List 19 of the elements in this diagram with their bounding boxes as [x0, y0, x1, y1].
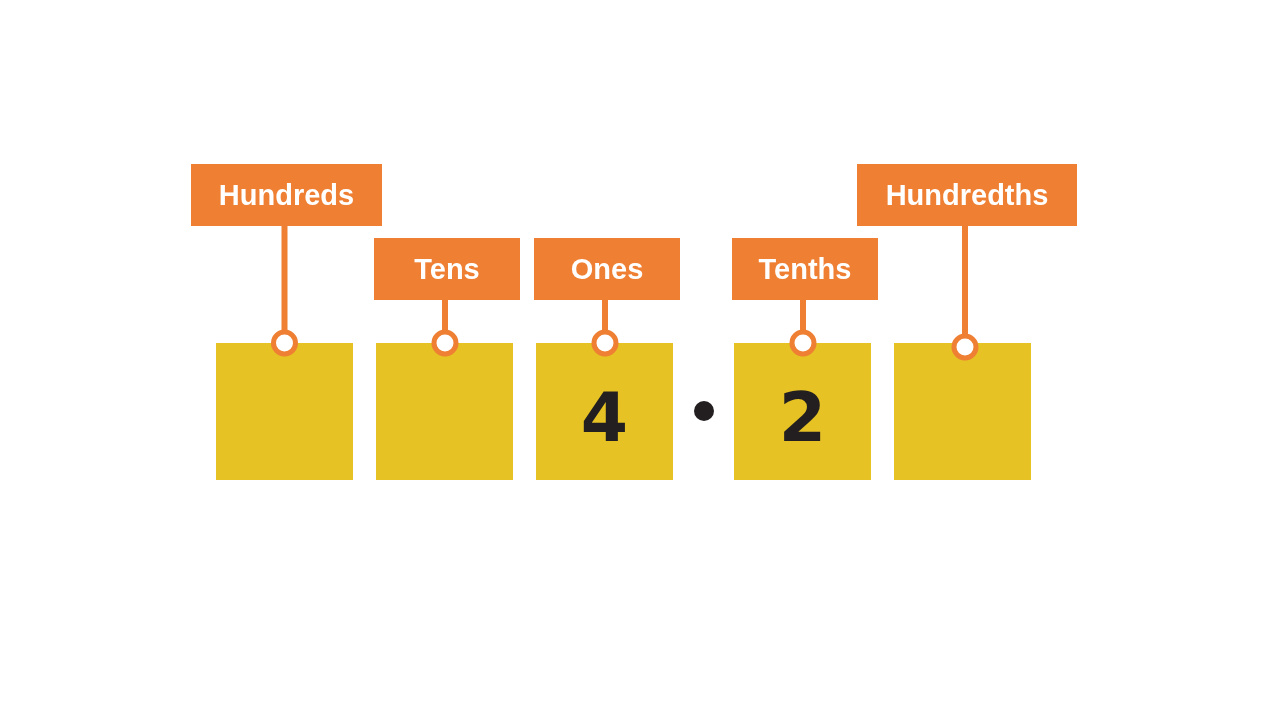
place-name: Tens — [414, 254, 480, 284]
place-value-square — [376, 343, 513, 480]
place-value-square — [734, 343, 871, 480]
leader-line — [951, 226, 979, 361]
place-value-label — [857, 164, 1077, 226]
place-value-label — [732, 238, 878, 300]
place-value-square — [536, 343, 673, 480]
place-value-square — [216, 343, 353, 480]
digit: 2 — [778, 376, 827, 452]
place-name: Ones — [570, 254, 644, 284]
place-name: Tenths — [758, 254, 852, 284]
place-name: Hundredths — [885, 180, 1049, 210]
digit: 4 — [580, 376, 629, 452]
place-value-label — [374, 238, 520, 300]
place-name: Hundreds — [218, 180, 355, 210]
place-value-label — [191, 164, 382, 226]
place-value-label — [534, 238, 680, 300]
place-value-square — [894, 343, 1031, 480]
leader-line — [271, 226, 298, 357]
